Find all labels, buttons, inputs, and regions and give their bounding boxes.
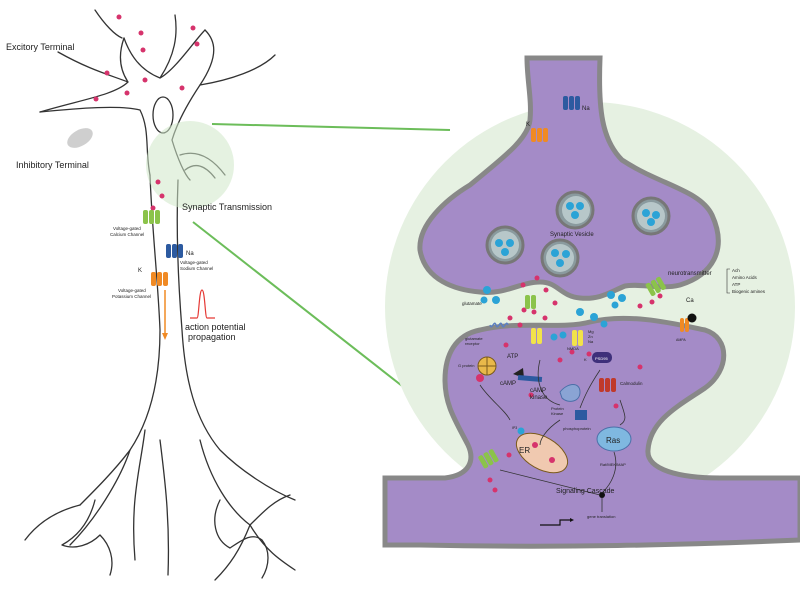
axon — [176, 179, 296, 501]
dendrite-outline — [123, 14, 206, 79]
synaptic-vesicle-label: Synaptic Vesicle — [550, 232, 594, 238]
k-ion-label: K — [584, 357, 587, 362]
gene-promoter-icon — [540, 519, 570, 526]
ca-ion-label: Ca — [686, 298, 694, 304]
psd95-icon — [592, 352, 612, 363]
potassium-channel-label-1: Voltage-gated — [118, 288, 146, 293]
calcium-channel-label-2: Calcium Channel — [110, 232, 144, 237]
action-potential-label-2: propagation — [188, 332, 236, 342]
sodium-channel-label-1: Voltage-gated — [180, 260, 208, 265]
phosphoprotein-label: phosphoprotein — [563, 426, 591, 431]
axon-terminal — [24, 449, 131, 546]
calcium-channel-icon — [143, 210, 160, 224]
axon-terminal — [133, 429, 170, 576]
nt-list-item: ATP — [732, 282, 740, 287]
na-ion-label: Na — [582, 106, 590, 112]
axon — [79, 174, 161, 506]
gene-translation-label: gene translation — [587, 514, 615, 519]
axon-terminal — [61, 499, 113, 576]
calcium-channel-label-1: Voltage-gated — [113, 226, 141, 231]
k-ion-label: K — [138, 268, 142, 274]
neurotransmitter-label: neurotransmitter — [668, 271, 712, 277]
synaptic-vesicle-icon — [631, 196, 671, 236]
zn-ion-label: Zn — [588, 334, 593, 339]
er-label: ER — [519, 446, 530, 455]
synaptic-vesicle-icon — [485, 225, 525, 265]
synaptic-vesicle-icon — [555, 190, 595, 230]
nmda-receptor-icon — [572, 330, 583, 346]
ip3-receptor-icon — [517, 427, 525, 435]
mg-ion-label: Mg — [588, 329, 594, 334]
nmda-label: NMDA — [567, 346, 579, 351]
potassium-channel-icon — [151, 272, 168, 286]
excitory-terminal-label: Excitory Terminal — [6, 42, 74, 52]
psd95-label: PSD95 — [595, 356, 608, 361]
zoom-connector-line — [211, 123, 451, 131]
camp-label: cAMP — [500, 381, 516, 387]
signaling-cascade-label: Signaling Cascade — [556, 488, 614, 495]
signaling-node — [599, 492, 605, 498]
sodium-channel-icon — [166, 244, 183, 258]
inhibitory-terminal-shadow — [67, 128, 93, 148]
sodium-channel-label-2: Sodium Channel — [180, 266, 213, 271]
axon-terminal — [199, 439, 291, 581]
zoom-highlight-circle — [146, 121, 234, 209]
fusing-vesicle — [480, 286, 626, 341]
sodium-channel-icon — [563, 96, 580, 110]
nt-list-item: Amino Acids — [732, 275, 758, 280]
metabotropic-receptor-icon — [489, 322, 509, 328]
ip3-label: IP3 — [512, 426, 517, 430]
potassium-channel-label-2: Potassium Channel — [112, 294, 151, 299]
glutamate-label: glutamate — [462, 301, 482, 306]
g-protein-icon — [476, 356, 497, 382]
ras-icon — [596, 426, 632, 452]
glutamate-receptor-label-2: receptor — [465, 341, 480, 346]
protein-kinase-icon — [559, 384, 581, 402]
calcium-channel-icon — [525, 295, 536, 309]
nt-list-item: Biogenic amines — [732, 289, 766, 294]
action-potential-curve — [190, 289, 215, 319]
glutamate-receptor-label-1: glutamate — [465, 336, 483, 341]
na-ion-label: Na — [186, 251, 194, 257]
protein-kinase-label-2: Kinase — [551, 411, 564, 416]
potassium-channel-icon — [531, 128, 548, 142]
phosphoprotein-icon — [575, 410, 587, 420]
ras-label: Ras — [606, 436, 620, 445]
g-protein-label: G protein — [458, 363, 474, 368]
action-potential-label-1: action potential — [185, 322, 246, 332]
calmodulin-icon — [599, 378, 616, 392]
synaptic-vesicle-icon — [540, 238, 580, 278]
er-icon — [515, 432, 569, 474]
zoom-connector-line — [192, 221, 421, 401]
axon-terminal — [249, 524, 296, 571]
k-ion-label: K — [526, 122, 530, 128]
signaling-arrows — [479, 359, 626, 512]
propagation-arrowhead — [162, 333, 168, 340]
raf-label: Raf/MEK/MAP — [600, 462, 626, 467]
nt-list-item: Ach — [732, 268, 740, 273]
dendrite-outline — [39, 106, 151, 176]
gene-arrowhead — [570, 518, 574, 522]
glutamate-receptor-icon — [531, 328, 542, 344]
inhibitory-terminal-label: Inhibitory Terminal — [16, 160, 89, 170]
nt-list-bracket — [726, 268, 730, 294]
na-ion-label: Na — [588, 339, 594, 344]
calcium-channel-icon — [645, 276, 666, 296]
camp-kinase-label-1: cAMP — [530, 388, 546, 394]
ampa-label: AMPA — [676, 338, 686, 342]
calcium-channel-icon — [478, 449, 499, 469]
neurotransmitter-dots — [93, 14, 200, 211]
camp-kinase-icon — [517, 374, 543, 383]
neuron-illustration — [24, 9, 296, 581]
ampa-receptor-icon — [680, 313, 697, 332]
atp-label: ATP — [507, 354, 518, 360]
calmodulin-label: Calmodulin — [620, 381, 643, 386]
protein-kinase-label-1: Protein — [551, 406, 564, 411]
synaptic-transmission-label: Synaptic Transmission — [182, 202, 272, 212]
axon-terminal — [214, 499, 269, 579]
camp-kinase-label-2: kinase — [530, 395, 548, 401]
